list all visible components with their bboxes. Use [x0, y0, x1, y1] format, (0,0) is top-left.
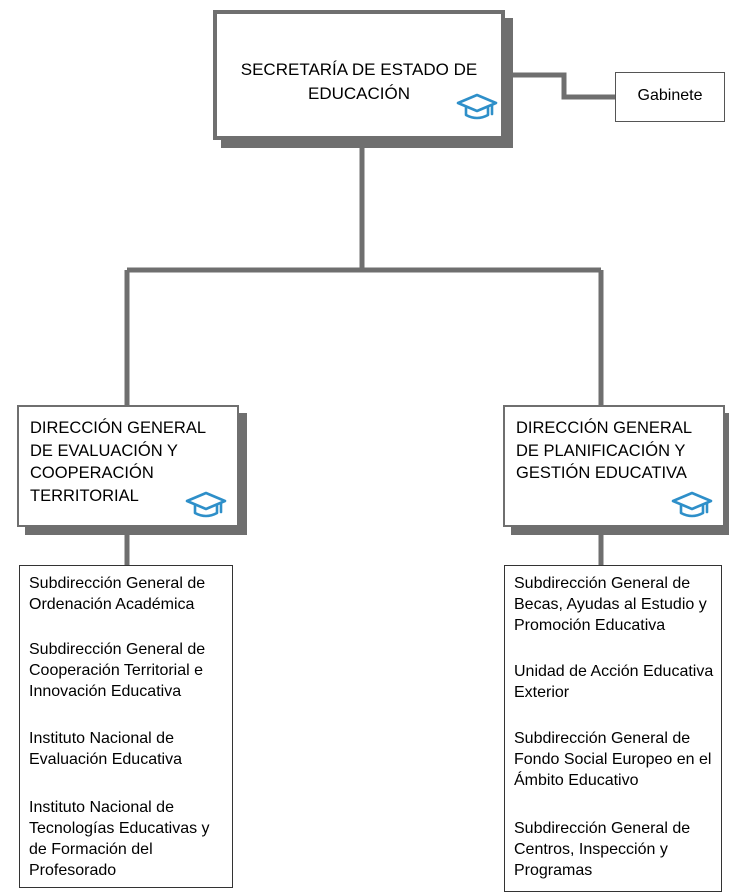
- directorate-node-evaluacion: DIRECCIÓN GENERAL DE EVALUACIÓN Y COOPER…: [17, 405, 239, 527]
- directorate-title: DIRECCIÓN GENERAL DE EVALUACIÓN Y COOPER…: [30, 419, 206, 505]
- graduation-cap-icon: [185, 491, 227, 518]
- graduation-cap-icon: [671, 491, 713, 518]
- staff-node-label: Gabinete: [637, 87, 703, 104]
- unit-item: Subdirección General de Centros, Inspecc…: [514, 820, 691, 879]
- staff-node-gabinete: Gabinete: [615, 72, 725, 122]
- unit-item: Unidad de Acción Educativa Exterior: [514, 663, 714, 701]
- root-node-secretaria: SECRETARÍA DE ESTADO DE EDUCACIÓN: [213, 10, 505, 140]
- unit-item: Subdirección General de Fondo Social Eur…: [514, 730, 712, 789]
- directorate-node-planificacion: DIRECCIÓN GENERAL DE PLANIFICACIÓN Y GES…: [503, 405, 725, 527]
- units-list-planificacion: Subdirección General de Becas, Ayudas al…: [504, 565, 722, 892]
- units-list-evaluacion: Subdirección General de Ordenación Acadé…: [19, 565, 233, 888]
- root-node-title: SECRETARÍA DE ESTADO DE EDUCACIÓN: [240, 60, 478, 103]
- unit-item: Subdirección General de Cooperación Terr…: [29, 641, 206, 700]
- unit-item: Instituto Nacional de Evaluación Educati…: [29, 730, 182, 768]
- graduation-cap-icon: [456, 93, 498, 120]
- unit-item: Subdirección General de Becas, Ayudas al…: [514, 575, 707, 634]
- connector-root-to-gabinete: [505, 72, 615, 100]
- unit-item: Subdirección General de Ordenación Acadé…: [29, 575, 206, 613]
- unit-item: Instituto Nacional de Tecnologías Educat…: [29, 799, 210, 879]
- directorate-title: DIRECCIÓN GENERAL DE PLANIFICACIÓN Y GES…: [516, 419, 692, 482]
